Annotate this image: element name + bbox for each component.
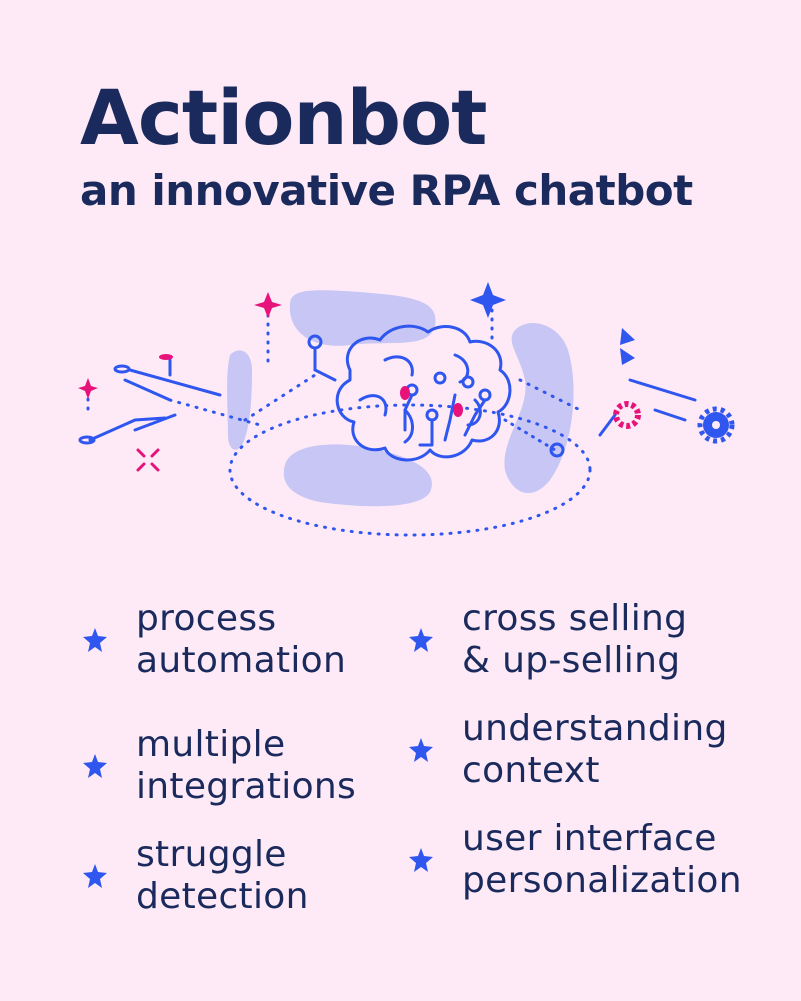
star-icon — [83, 754, 107, 778]
page-title: Actionbot — [80, 73, 488, 162]
page-subtitle: an innovative RPA chatbot — [80, 166, 693, 215]
feature-cross-selling: cross selling& up-selling — [408, 598, 687, 682]
star-icon — [409, 738, 433, 762]
brain-circuit-icon — [78, 282, 735, 537]
star-icon — [83, 864, 107, 888]
star-icon — [409, 628, 433, 652]
star-icon — [83, 628, 107, 652]
star-icon — [409, 848, 433, 872]
feature-label: cross selling& up-selling — [462, 598, 688, 681]
